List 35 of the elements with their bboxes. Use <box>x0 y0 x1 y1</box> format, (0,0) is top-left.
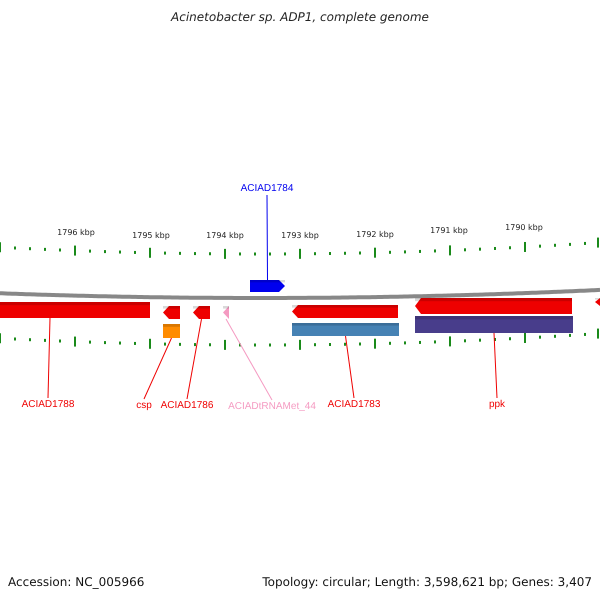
leader-line <box>494 332 498 398</box>
gene-block <box>163 306 180 319</box>
gene-label: ACIAD1786 <box>160 399 214 412</box>
gene-block <box>595 298 600 306</box>
tick-label: 1792 kbp <box>356 230 394 240</box>
tick-label: 1794 kbp <box>206 231 244 241</box>
gene-block <box>193 306 210 319</box>
gene-bar <box>0 302 150 318</box>
tick-label: 1791 kbp <box>430 226 468 236</box>
leader-line <box>48 318 50 398</box>
gene-label: ppk <box>488 398 506 411</box>
leader-line <box>266 194 268 280</box>
gene-label: ACIADtRNAMet_44 <box>228 400 316 413</box>
gene-block <box>250 280 285 292</box>
leader-line <box>144 338 172 400</box>
leader-line <box>186 318 202 400</box>
gene-label: csp <box>136 399 152 412</box>
gene-label: ACIAD1784 <box>240 182 294 195</box>
gene-block <box>223 306 229 319</box>
gene-bar <box>292 323 399 336</box>
tick-label: 1793 kbp <box>281 231 319 241</box>
footer-text: Topology: circular; Length: 3,598,621 bp; Genes: 3,407 <box>262 575 592 589</box>
title: Acinetobacter sp. ADP1, complete genome <box>171 10 429 24</box>
gene-block <box>292 305 398 318</box>
gene-bar <box>415 316 573 333</box>
tick-label: 1790 kbp <box>505 223 543 233</box>
tick-label: 1796 kbp <box>57 228 95 238</box>
leader-line <box>226 318 272 400</box>
gene-bar <box>163 324 180 338</box>
gene-block <box>415 298 572 314</box>
gene-label: ACIAD1788 <box>22 398 74 411</box>
tick-label: 1795 kbp <box>132 231 170 241</box>
leader-line <box>345 336 354 398</box>
footer-text: Accession: NC_005966 <box>8 575 144 589</box>
gene-label: ACIAD1783 <box>328 398 380 411</box>
